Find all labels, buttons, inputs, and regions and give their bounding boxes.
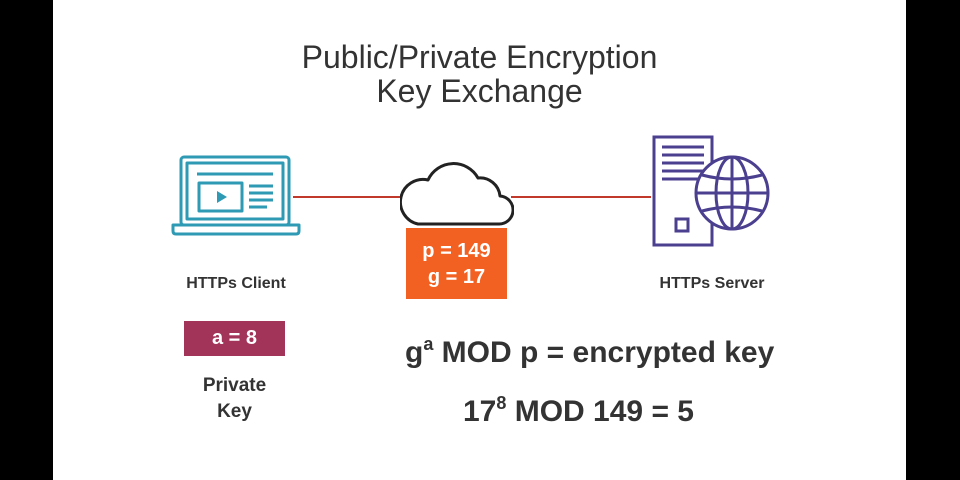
param-g: g = 17 — [427, 265, 486, 288]
private-key-value: a = 8 — [184, 321, 285, 356]
connector-client-cloud — [293, 196, 400, 198]
client-label: HTTPs Client — [186, 275, 286, 292]
public-params-box: p = 149 g = 17 — [406, 228, 507, 299]
server-label: HTTPs Server — [659, 275, 765, 292]
calc-base: 17 — [463, 395, 497, 428]
title-line-2: Key Exchange — [376, 73, 583, 109]
calc-result: 5 — [677, 395, 694, 428]
slide: Public/Private Encryption Key Exchange — [53, 0, 906, 480]
connector-cloud-server — [511, 196, 651, 198]
calc-rest: MOD 149 = — [506, 395, 678, 428]
cloud-icon — [398, 150, 515, 233]
private-key-label: Private Key — [184, 373, 285, 425]
formula-exponent: a — [423, 334, 434, 354]
calc-exponent: 8 — [496, 393, 507, 413]
private-key-label-line1: Private — [202, 375, 267, 396]
param-p: p = 149 — [422, 239, 491, 262]
laptop-icon — [171, 155, 301, 242]
slide-title: Public/Private Encryption Key Exchange — [53, 40, 906, 108]
title-line-1: Public/Private Encryption — [301, 39, 658, 75]
encryption-formula: ga MOD p = encrypted key — [405, 334, 774, 370]
server-globe-icon — [648, 135, 773, 252]
private-key-label-line2: Key — [217, 401, 252, 422]
formula-base: g — [405, 336, 424, 369]
calculation: 178 MOD 149 = 5 — [463, 393, 694, 429]
formula-rest: MOD p = encrypted key — [433, 336, 775, 369]
